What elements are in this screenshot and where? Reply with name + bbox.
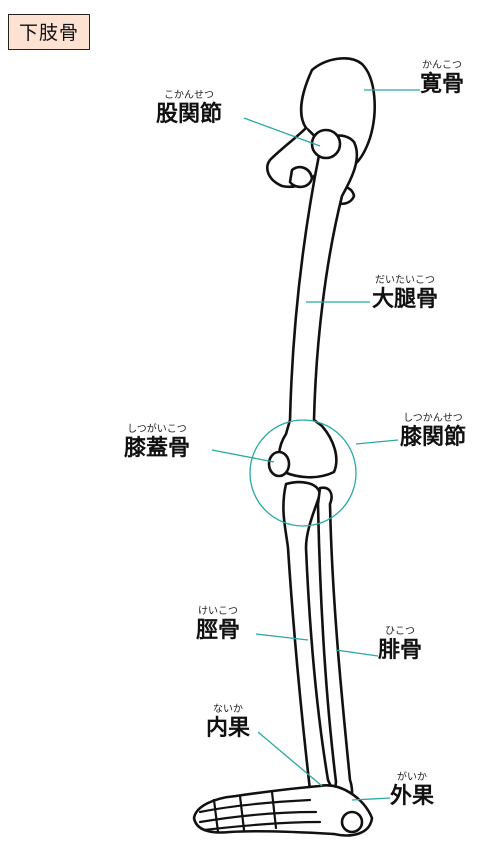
text-medial-malleolus: 内果 (206, 716, 251, 741)
page-title: 下肢骨 (8, 14, 91, 50)
ruby-patella: しつがいこつ (127, 424, 187, 435)
tibia-leader (255, 633, 309, 641)
text-patella: 膝蓋骨 (124, 436, 191, 461)
ruby-lateral-malleolus: がいか (397, 772, 427, 783)
patella-shape (267, 450, 291, 478)
femur-shape (277, 134, 359, 479)
ruby-hip-bone: かんこつ (422, 60, 462, 71)
patella-leader (211, 449, 275, 463)
heel-bone (340, 810, 364, 834)
hip-bone-shape (288, 165, 314, 189)
text-knee-joint: 膝関節 (400, 425, 467, 450)
text-lateral-malleolus: 外果 (390, 784, 435, 809)
label-femur: だいたいこつ 大腿骨 (372, 275, 438, 313)
foot-bone-line (238, 794, 246, 832)
foot-bone-line (202, 820, 322, 832)
text-femur: 大腿骨 (372, 287, 439, 312)
knee-joint-circle (249, 419, 357, 527)
foot-shape (192, 784, 374, 837)
lateral-malleolus-leader (351, 797, 391, 801)
label-tibia: けいこつ 脛骨 (196, 606, 240, 644)
foot-bone-line (198, 798, 312, 814)
knee-joint-leader (355, 439, 399, 445)
ruby-hip-joint: こかんせつ (164, 90, 214, 101)
label-medial-malleolus: ないか 内果 (206, 704, 250, 742)
hip-joint-leader (243, 117, 321, 147)
ruby-femur: だいたいこつ (375, 275, 435, 286)
ruby-knee-joint: しつかんせつ (403, 413, 463, 424)
ruby-fibula: ひこつ (385, 626, 415, 637)
foot-bone-line (198, 810, 318, 824)
fibula-leader (335, 649, 379, 657)
text-fibula: 腓骨 (378, 638, 423, 663)
medial-malleolus-leader (257, 731, 323, 787)
text-hip-bone: 寛骨 (420, 72, 465, 97)
text-hip-joint: 股関節 (156, 102, 223, 127)
text-tibia: 脛骨 (196, 618, 241, 643)
foot-bone-line (212, 798, 220, 834)
ruby-medial-malleolus: ないか (213, 704, 243, 715)
label-knee-joint: しつかんせつ 膝関節 (400, 413, 466, 451)
label-lateral-malleolus: がいか 外果 (390, 772, 434, 810)
label-patella: しつがいこつ 膝蓋骨 (124, 424, 190, 462)
ruby-tibia: けいこつ (198, 606, 238, 617)
label-hip-joint: こかんせつ 股関節 (156, 90, 222, 128)
label-hip-bone: かんこつ 寛骨 (420, 60, 464, 98)
label-fibula: ひこつ 腓骨 (378, 626, 422, 664)
foot-bone-line (270, 790, 278, 830)
femur-head (310, 128, 342, 160)
